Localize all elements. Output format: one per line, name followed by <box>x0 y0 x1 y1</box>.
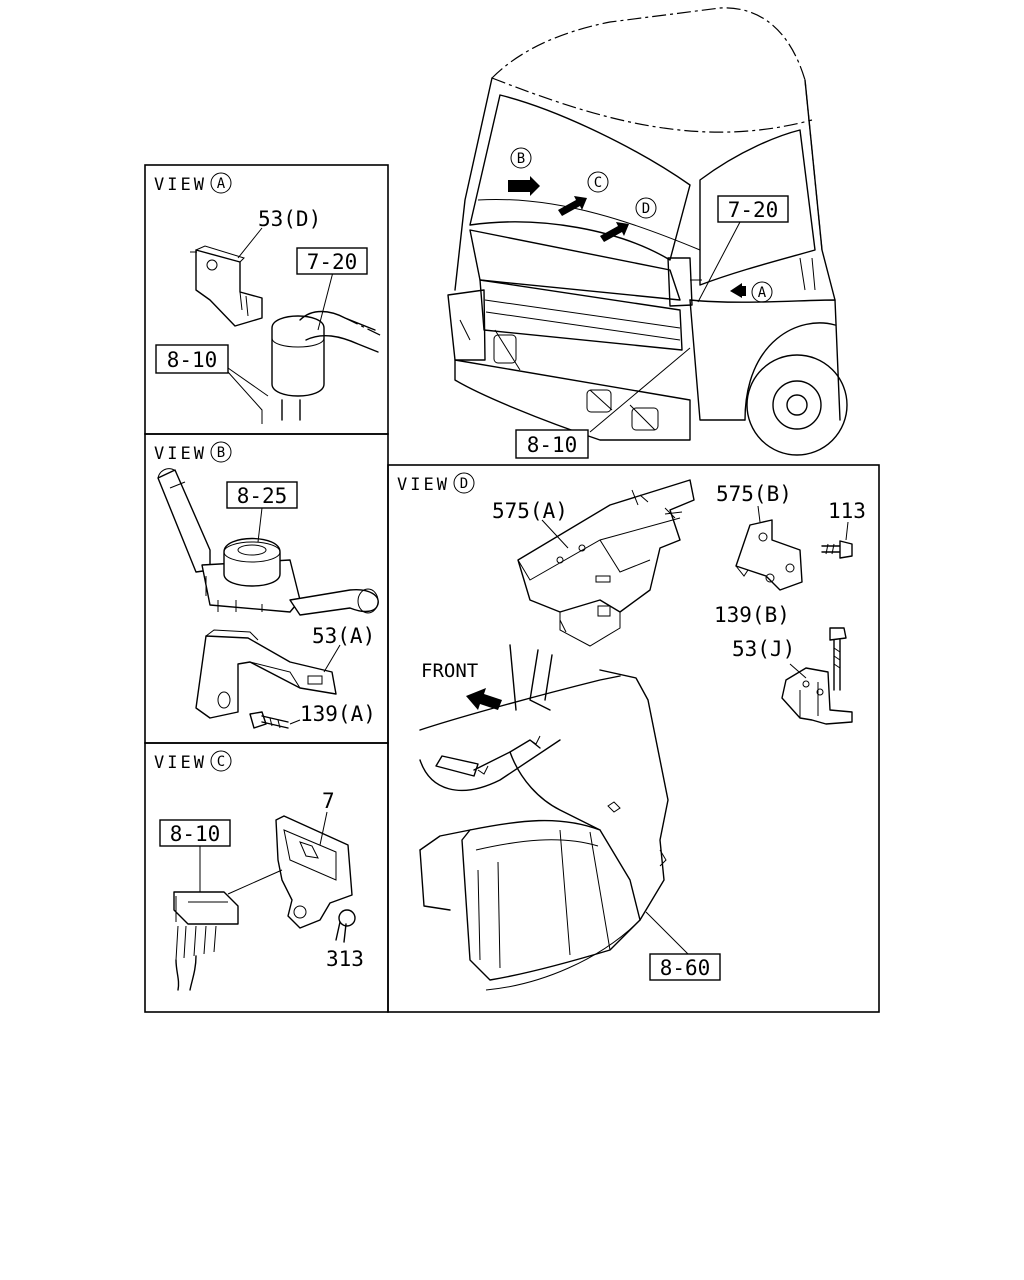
callout-lower-8-10: 8-10 <box>515 429 589 459</box>
view-d-chassis-unit <box>419 644 669 991</box>
view-b-heading: VIEW B <box>154 441 232 464</box>
svg-text:8-10: 8-10 <box>170 822 221 846</box>
svg-text:VIEW: VIEW <box>397 475 450 495</box>
panel-view-d <box>387 464 880 1013</box>
front-arrow-icon <box>466 688 502 710</box>
svg-text:8-10: 8-10 <box>527 433 578 457</box>
callout-8-10-view-a: 8-10 <box>155 344 229 374</box>
callout-mirror-7-20: 7-20 <box>717 195 789 223</box>
view-d-bracket-b <box>735 519 803 591</box>
view-d-bracket-j <box>781 667 853 725</box>
view-c-connector <box>173 869 283 991</box>
label-53d: 53(D) <box>258 207 321 231</box>
view-marker-d: D <box>635 197 657 219</box>
view-d-bolt <box>829 627 847 691</box>
label-139b: 139(B) <box>714 603 790 627</box>
view-marker-c: C <box>587 171 609 193</box>
label-575b: 575(B) <box>716 482 792 506</box>
callout-8-25: 8-25 <box>226 481 298 509</box>
label-7: 7 <box>322 789 335 813</box>
svg-text:8-10: 8-10 <box>167 348 218 372</box>
label-575a: 575(A) <box>492 499 568 523</box>
svg-text:A: A <box>758 285 767 301</box>
svg-text:C: C <box>217 754 225 770</box>
view-a-bracket <box>190 245 263 327</box>
view-a-connector <box>271 310 383 421</box>
front-label: FRONT <box>421 660 478 682</box>
label-113: 113 <box>828 499 866 523</box>
svg-text:D: D <box>642 201 650 217</box>
view-b-bolt <box>249 711 289 729</box>
svg-text:VIEW: VIEW <box>154 444 207 464</box>
callout-7-20-view-a: 7-20 <box>296 247 368 275</box>
view-d-bracket-a <box>517 479 695 647</box>
view-marker-b: B <box>510 147 532 169</box>
label-53j: 53(J) <box>732 637 795 661</box>
svg-text:8-60: 8-60 <box>660 956 711 980</box>
view-marker-a: A <box>751 281 773 303</box>
panel-view-a <box>144 164 389 435</box>
svg-text:7-20: 7-20 <box>307 250 358 274</box>
callout-8-10-view-c: 8-10 <box>159 819 231 847</box>
view-d-heading: VIEW D <box>397 472 475 495</box>
svg-text:VIEW: VIEW <box>154 753 207 773</box>
truck-cab-illustration <box>447 7 848 456</box>
view-b-bracket <box>195 629 337 719</box>
svg-text:A: A <box>217 176 226 192</box>
view-c-bracket <box>275 815 353 929</box>
callout-8-60: 8-60 <box>649 953 721 981</box>
svg-text:8-25: 8-25 <box>237 484 288 508</box>
svg-text:C: C <box>594 175 602 191</box>
svg-text:D: D <box>460 476 468 492</box>
label-53a: 53(A) <box>312 624 375 648</box>
panel-view-c <box>144 742 389 1013</box>
svg-text:7-20: 7-20 <box>728 198 779 222</box>
view-c-bolt <box>335 909 356 943</box>
label-139a: 139(A) <box>300 702 376 726</box>
svg-text:B: B <box>217 445 225 461</box>
svg-text:VIEW: VIEW <box>154 175 207 195</box>
view-b-switch <box>157 468 379 616</box>
svg-text:B: B <box>517 151 525 167</box>
label-313: 313 <box>326 947 364 971</box>
view-a-heading: VIEW A <box>154 172 232 195</box>
view-d-screw <box>821 540 853 559</box>
view-c-heading: VIEW C <box>154 750 232 773</box>
